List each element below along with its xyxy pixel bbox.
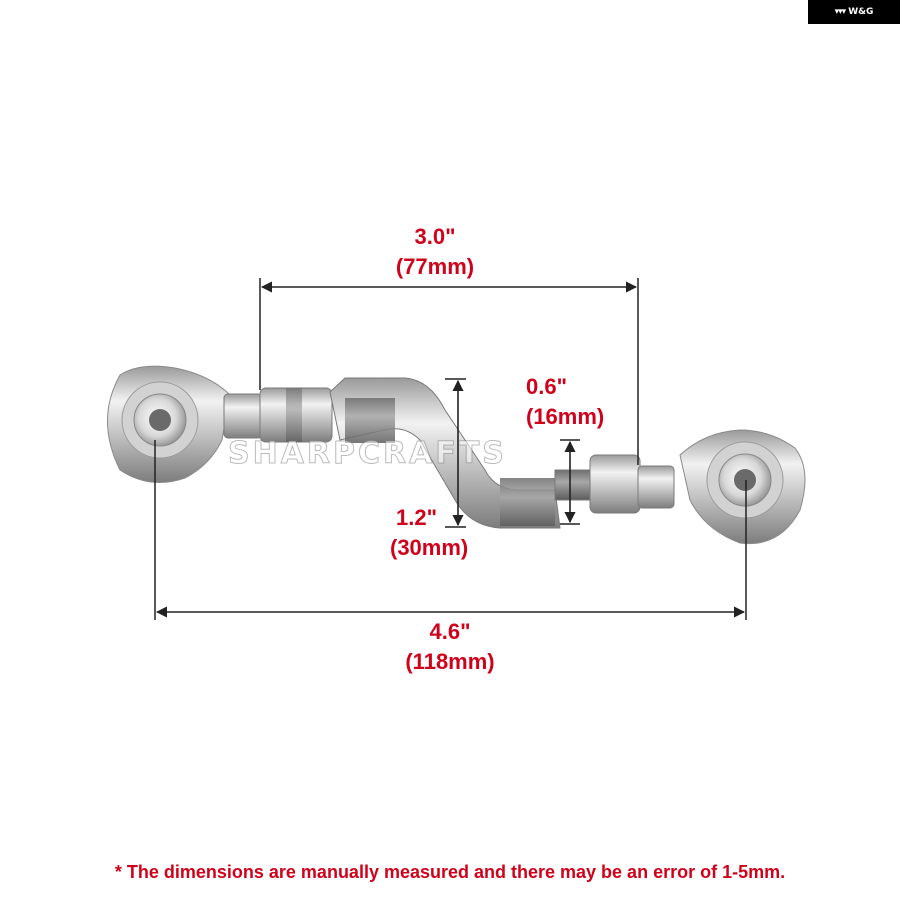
left-rod-end — [107, 365, 231, 483]
offset-label: 0.6" (16mm) — [526, 374, 605, 429]
brand-badge: ▾▾▾ W&G — [808, 0, 900, 24]
measurement-note: * The dimensions are manually measured a… — [114, 862, 786, 882]
left-jam-nut — [223, 387, 333, 443]
overall-length-label: 4.6" (118mm) — [405, 619, 495, 674]
height-label: 1.2" (30mm) — [390, 505, 469, 560]
right-rod-end — [679, 429, 806, 545]
center-length-label: 3.0" (77mm) — [395, 224, 475, 279]
dimension-lines — [154, 278, 747, 620]
brand-label: W&G — [848, 7, 874, 17]
right-jam-nut — [554, 454, 675, 514]
brand-logo-icon: ▾▾▾ — [834, 7, 847, 17]
offset-bar — [329, 377, 561, 529]
